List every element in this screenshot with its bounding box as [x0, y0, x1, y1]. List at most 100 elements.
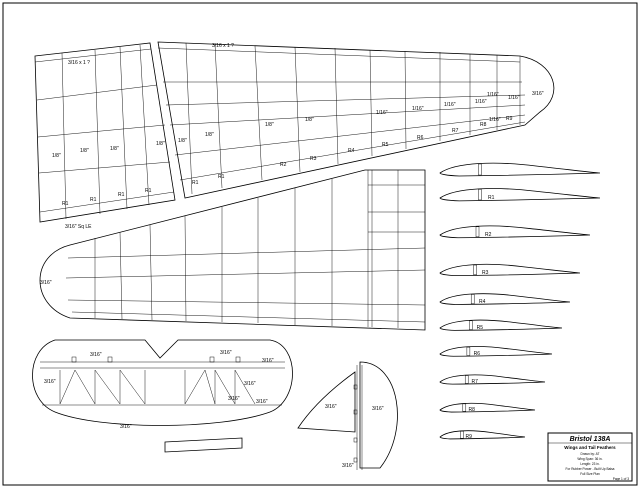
- rudder-outline: [359, 361, 398, 469]
- rib-dim-label: 1/8": [265, 122, 274, 128]
- rib-id-label: R5: [382, 142, 389, 148]
- rib-template: [439, 346, 553, 357]
- tip-label: 3/16": [40, 280, 52, 286]
- rib-spar-notch: [466, 346, 471, 356]
- rib-spar-notch: [478, 163, 482, 176]
- wing-rib-line: [369, 49, 373, 157]
- rib-template: [439, 374, 546, 385]
- rib-id-label: R6: [417, 135, 424, 141]
- hinge-block: [353, 457, 358, 463]
- plan-drawn-by: Drawn by: AT: [581, 452, 600, 456]
- plan-page: Page 1 of 3: [613, 477, 630, 481]
- rib-spar-notch: [469, 320, 473, 330]
- plan-power: For Rubber Power - Built Up Balsa: [566, 467, 615, 471]
- stab-label: 3/16": [228, 396, 240, 402]
- wing-rib-line: [61, 52, 67, 220]
- rib-template: [439, 225, 591, 239]
- rib-spar-notch: [478, 189, 482, 201]
- rib-spar-notch: [464, 375, 469, 384]
- rib-dim-label: 1/16": [376, 110, 388, 116]
- stab-label: 3/16": [244, 381, 256, 387]
- rib-template: [439, 293, 571, 305]
- stab-block: [107, 356, 113, 363]
- rib-id-label: R1: [192, 180, 199, 186]
- wing-top-right-spar-3: [169, 104, 526, 126]
- te-label: 3/16" Sq LE: [65, 224, 92, 230]
- wing-rib-line: [184, 215, 187, 322]
- rib-template: [439, 188, 601, 202]
- wing-rib-line: [149, 224, 153, 321]
- rib-template-label: R8: [469, 407, 476, 413]
- rib-template-label: R1: [488, 195, 495, 201]
- rib-id-label: R7: [452, 128, 459, 134]
- title-block: Bristol 138A Wings and Tail Feathers Dra…: [547, 432, 633, 482]
- rib-id-label: R1: [90, 197, 97, 203]
- stab-block: [235, 356, 241, 363]
- wing-rib-line: [185, 42, 193, 195]
- rib-template-label: R3: [482, 270, 489, 276]
- wing-top-left-te-line: [39, 191, 175, 213]
- rib-id-label: R3: [310, 156, 317, 162]
- rib-dim-label: 1/8": [110, 146, 119, 152]
- rib-dim-label: 1/16": [508, 95, 520, 101]
- fin-rudder: 3/16" 3/16" 3/16": [297, 361, 398, 470]
- rib-spar-notch: [470, 294, 475, 304]
- rib-template: [439, 319, 563, 331]
- wing-bottom-outline: [39, 169, 426, 331]
- rib-dim-label: 1/8": [305, 117, 314, 123]
- wing-bottom-spar-2: [65, 269, 426, 279]
- stab-truss-right: [184, 369, 256, 405]
- wing-rib-line: [94, 49, 101, 215]
- wing-top-left-panel: 3/16 x 1 ? 1/8" 1/8" 1/8" 1/8" R1 R1 R1 …: [34, 42, 176, 230]
- rib-template-label: R9: [466, 434, 473, 440]
- rib-dim-label: 1/16": [444, 102, 456, 108]
- rib-spar-notch: [473, 264, 477, 275]
- wing-top-left-spar-3: [38, 161, 171, 174]
- rib-id-label: R1: [118, 192, 125, 198]
- rib-id-label: R1: [62, 201, 69, 207]
- rib-id-label: R1: [218, 174, 225, 180]
- rib-dim-label: 1/8": [80, 148, 89, 154]
- rib-template-label: R2: [485, 232, 492, 238]
- rib-dim-label: 1/16": [475, 99, 487, 105]
- rib-template: [439, 263, 581, 277]
- rib-dim-label: 1/8": [205, 132, 214, 138]
- rib-id-label: R4: [348, 148, 355, 154]
- stab-label: 3/16": [256, 399, 268, 405]
- rib-id-label: R2: [280, 162, 287, 168]
- rib-dim-label: 1/8": [156, 141, 165, 147]
- plan-title: Bristol 138A: [570, 436, 611, 443]
- spar-label: 3/16 x 1 ?: [212, 43, 234, 49]
- rib-id-label: R1: [145, 188, 152, 194]
- wing-bottom-spar-3: [67, 299, 426, 306]
- wing-top-right-le-line: [157, 47, 521, 63]
- wing-rib-line: [214, 43, 223, 189]
- fin-label: 3/16": [372, 406, 384, 412]
- plan-subtitle: Wings and Tail Feathers: [564, 445, 616, 450]
- stab-block: [209, 356, 215, 363]
- wing-top-right-te-line: [179, 121, 526, 181]
- hinge-block: [353, 437, 358, 443]
- rib-spar-notch: [462, 403, 467, 412]
- plan-scale: Full Size Plan: [580, 472, 600, 476]
- stab-label: 3/16": [220, 350, 232, 356]
- wing-bottom-te-line: [71, 311, 426, 323]
- fin-label: 3/16": [342, 463, 354, 469]
- tip-label: 3/16": [532, 91, 544, 97]
- wing-rib-line: [139, 44, 150, 206]
- wing-top-left-spar-1: [36, 84, 158, 101]
- stab-block: [71, 356, 77, 363]
- wing-top-left-spar-2: [37, 124, 166, 138]
- wing-rib-line: [404, 50, 407, 150]
- rib-spar-notch: [475, 226, 480, 238]
- rib-dim-label: 1/8": [178, 138, 187, 144]
- rib-template-label: R6: [474, 351, 481, 357]
- stab-label: 3/16": [90, 352, 102, 358]
- fin-outline: [297, 371, 356, 433]
- rib-template: [439, 430, 526, 440]
- rib-dim-label: 1/16": [489, 117, 501, 123]
- rib-template-label: R7: [472, 379, 479, 385]
- wing-rib-line: [254, 45, 263, 181]
